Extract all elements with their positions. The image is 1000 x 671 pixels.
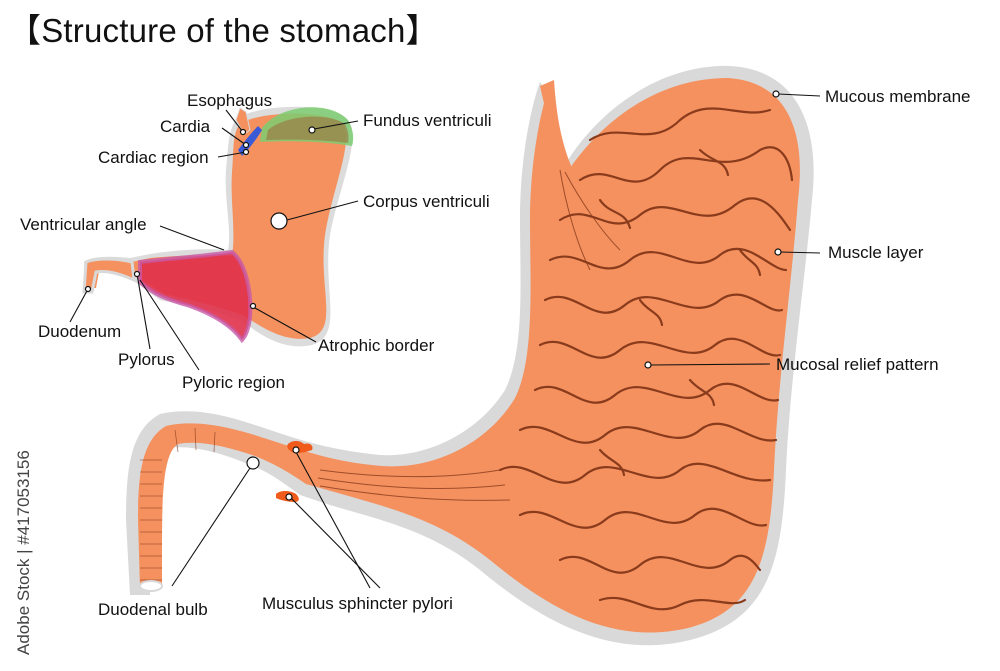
label-esophagus: Esophagus <box>187 91 272 110</box>
label-cardiac-region: Cardiac region <box>98 148 209 167</box>
stock-watermark: Adobe Stock | #417053156 <box>14 440 38 660</box>
pyloric-canal-streaks <box>317 169 621 501</box>
label-pyloric-region: Pyloric region <box>182 373 285 392</box>
pyloric-border <box>138 249 253 344</box>
fundus-overlap <box>266 116 349 143</box>
leader-lines <box>69 90 821 589</box>
label-cardia: Cardia <box>160 117 211 136</box>
label-duodenum: Duodenum <box>38 322 121 341</box>
label-pylorus: Pylorus <box>118 350 175 369</box>
label-fundus-ventriculi: Fundus ventriculi <box>363 111 492 130</box>
label-duodenal-bulb: Duodenal bulb <box>98 600 208 619</box>
diagram-title: 【Structure of the stomach】 <box>8 12 439 49</box>
pyloric-region <box>140 252 251 340</box>
esophagus-top <box>540 80 572 170</box>
label-corpus-ventriculi: Corpus ventriculi <box>363 192 490 211</box>
label-muscle-layer: Muscle layer <box>828 243 924 262</box>
large-stomach-illustration <box>126 65 814 646</box>
label-ventricular-angle: Ventricular angle <box>20 215 147 234</box>
duodenum-opening <box>139 580 163 592</box>
mucosal-folds <box>498 107 794 611</box>
label-mucous-membrane: Mucous membrane <box>825 87 971 106</box>
duodenum-rings <box>140 427 216 581</box>
watermark-text: Adobe Stock | #417053156 <box>14 450 33 655</box>
large-stomach-body <box>138 78 800 633</box>
small-stomach-illustration <box>82 106 354 347</box>
small-duodenum <box>82 257 136 294</box>
label-mucosal-relief-pattern: Mucosal relief pattern <box>776 355 939 374</box>
cardia-region <box>238 126 262 156</box>
labels: Esophagus Cardia Cardiac region Fundus v… <box>20 87 971 619</box>
label-atrophic-border: Atrophic border <box>318 336 435 355</box>
label-musculus-sphincter-pylori: Musculus sphincter pylori <box>262 594 453 613</box>
